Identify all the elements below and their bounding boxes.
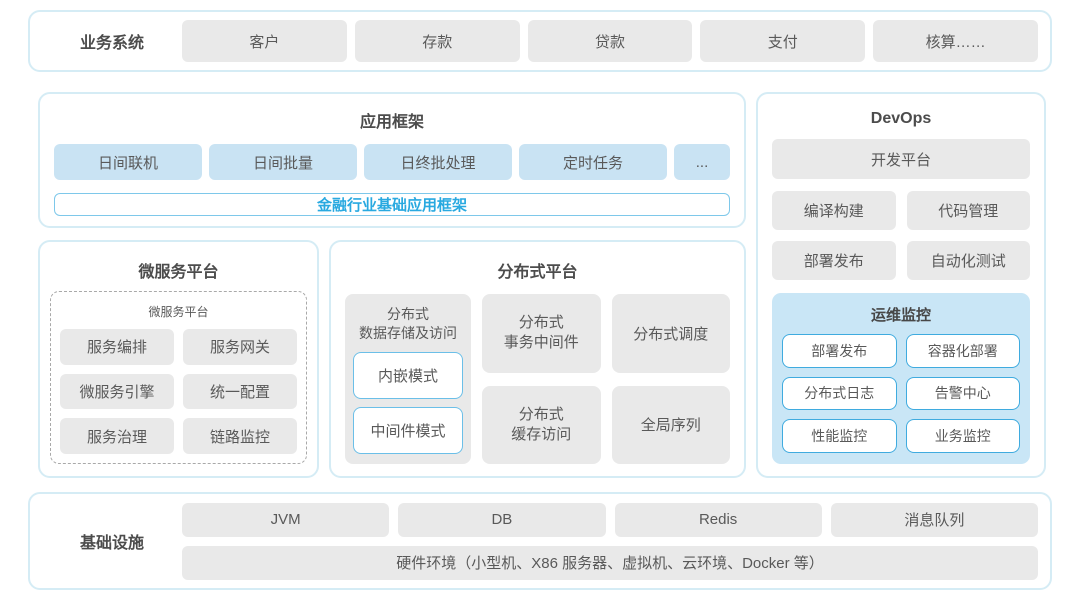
af-item-more: ... — [674, 144, 730, 180]
infrastructure-label: 基础设施 — [79, 535, 144, 552]
microservice-inner-title: 微服务平台 — [148, 305, 209, 319]
infra-item-mq: 消息队列 — [830, 502, 1038, 537]
devops-item-code-mgmt: 代码管理 — [906, 191, 1030, 230]
infrastructure-row: JVM DB Redis 消息队列 — [182, 502, 1038, 537]
storage-mode-middleware: 中间件模式 — [353, 407, 463, 454]
devops-item-auto-test: 自动化测试 — [906, 241, 1030, 280]
monitor-item-container-deploy: 容器化部署 — [905, 334, 1020, 368]
app-framework-section: 应用框架 日间联机 日间批量 日终批处理 定时任务 ... 金融行业基础应用框架 — [38, 92, 746, 228]
middle-left-column: 应用框架 日间联机 日间批量 日终批处理 定时任务 ... 金融行业基础应用框架… — [38, 92, 746, 478]
ms-item-tracing: 链路监控 — [183, 418, 297, 454]
middle-area: 应用框架 日间联机 日间批量 日终批处理 定时任务 ... 金融行业基础应用框架… — [38, 92, 1046, 478]
business-items: 客户 存款 贷款 支付 核算…… — [182, 20, 1038, 62]
finance-base-framework: 金融行业基础应用框架 — [54, 193, 730, 216]
business-item-accounting: 核算…… — [873, 20, 1038, 62]
dist-item-global-sequence: 全局序列 — [611, 385, 730, 464]
devops-title: DevOps — [870, 110, 932, 127]
infrastructure-items: JVM DB Redis 消息队列 硬件环境（小型机、X86 服务器、虚拟机、云… — [182, 502, 1038, 580]
business-item-loan: 贷款 — [527, 20, 693, 62]
devops-items: 编译构建 代码管理 部署发布 自动化测试 — [772, 191, 1030, 280]
app-framework-title: 应用框架 — [359, 114, 424, 131]
monitor-item-deploy: 部署发布 — [782, 334, 897, 368]
storage-mode-embedded: 内嵌模式 — [353, 352, 463, 399]
middle-left-bottom-row: 微服务平台 微服务平台 服务编排 服务网关 微服务引擎 统一配置 服务治理 链路… — [38, 240, 746, 478]
dist-item-transaction-middleware: 分布式 事务中间件 — [482, 294, 601, 373]
dist-item-cache-access: 分布式 缓存访问 — [482, 385, 601, 464]
af-item-daytime-batch: 日间批量 — [209, 144, 357, 180]
monitor-item-alert-center: 告警中心 — [905, 376, 1020, 411]
infra-item-db: DB — [398, 502, 606, 537]
ops-monitor-title: 运维监控 — [870, 307, 931, 324]
app-framework-items: 日间联机 日间批量 日终批处理 定时任务 ... — [54, 144, 730, 180]
dist-item-scheduling: 分布式调度 — [611, 294, 730, 373]
business-item-deposit: 存款 — [354, 20, 520, 62]
distributed-section: 分布式平台 分布式 数据存储及访问 内嵌模式 中间件模式 分布式 事务中间件 分… — [329, 240, 746, 478]
monitor-item-distributed-log: 分布式日志 — [782, 376, 897, 411]
monitor-item-performance: 性能监控 — [782, 419, 897, 453]
ms-item-config: 统一配置 — [183, 373, 297, 410]
devops-dev-platform: 开发平台 — [772, 139, 1030, 179]
distributed-content: 分布式 数据存储及访问 内嵌模式 中间件模式 分布式 事务中间件 分布式 缓存访… — [345, 294, 730, 464]
af-item-daytime-online: 日间联机 — [54, 144, 202, 180]
microservice-items: 服务编排 服务网关 微服务引擎 统一配置 服务治理 链路监控 — [60, 329, 297, 454]
microservice-title: 微服务平台 — [138, 264, 219, 281]
business-system-label: 业务系统 — [79, 35, 144, 52]
business-item-customer: 客户 — [182, 20, 347, 62]
distributed-title: 分布式平台 — [497, 264, 578, 281]
ops-monitor-panel: 运维监控 部署发布 容器化部署 分布式日志 告警中心 性能监控 业务监控 — [772, 293, 1030, 464]
microservice-inner-group: 微服务平台 服务编排 服务网关 微服务引擎 统一配置 服务治理 链路监控 — [50, 291, 307, 464]
infra-item-redis: Redis — [614, 502, 822, 537]
devops-section: DevOps 开发平台 编译构建 代码管理 部署发布 自动化测试 运维监控 部署… — [756, 92, 1046, 478]
ms-item-orchestration: 服务编排 — [60, 329, 174, 365]
devops-item-build: 编译构建 — [772, 191, 896, 230]
ms-item-engine: 微服务引擎 — [60, 373, 174, 410]
infrastructure-section: 基础设施 JVM DB Redis 消息队列 硬件环境（小型机、X86 服务器、… — [28, 492, 1052, 590]
distributed-storage-group: 分布式 数据存储及访问 内嵌模式 中间件模式 — [345, 294, 471, 464]
ops-monitor-items: 部署发布 容器化部署 分布式日志 告警中心 性能监控 业务监控 — [782, 334, 1020, 453]
business-item-payment: 支付 — [700, 20, 866, 62]
monitor-item-business: 业务监控 — [905, 419, 1020, 453]
ms-item-governance: 服务治理 — [60, 418, 174, 454]
distributed-storage-label: 分布式 数据存储及访问 — [359, 305, 457, 341]
distributed-right-column: 分布式调度 全局序列 — [611, 294, 730, 464]
distributed-middle-column: 分布式 事务中间件 分布式 缓存访问 — [482, 294, 601, 464]
af-item-eod-batch: 日终批处理 — [364, 144, 512, 180]
business-system-section: 业务系统 客户 存款 贷款 支付 核算…… — [28, 10, 1052, 72]
infra-hardware-env: 硬件环境（小型机、X86 服务器、虚拟机、云环境、Docker 等） — [182, 545, 1038, 580]
microservice-section: 微服务平台 微服务平台 服务编排 服务网关 微服务引擎 统一配置 服务治理 链路… — [38, 240, 319, 478]
devops-item-deploy: 部署发布 — [772, 241, 896, 280]
infra-item-jvm: JVM — [182, 502, 390, 537]
af-item-scheduled-task: 定时任务 — [519, 144, 667, 180]
ms-item-gateway: 服务网关 — [183, 329, 297, 365]
